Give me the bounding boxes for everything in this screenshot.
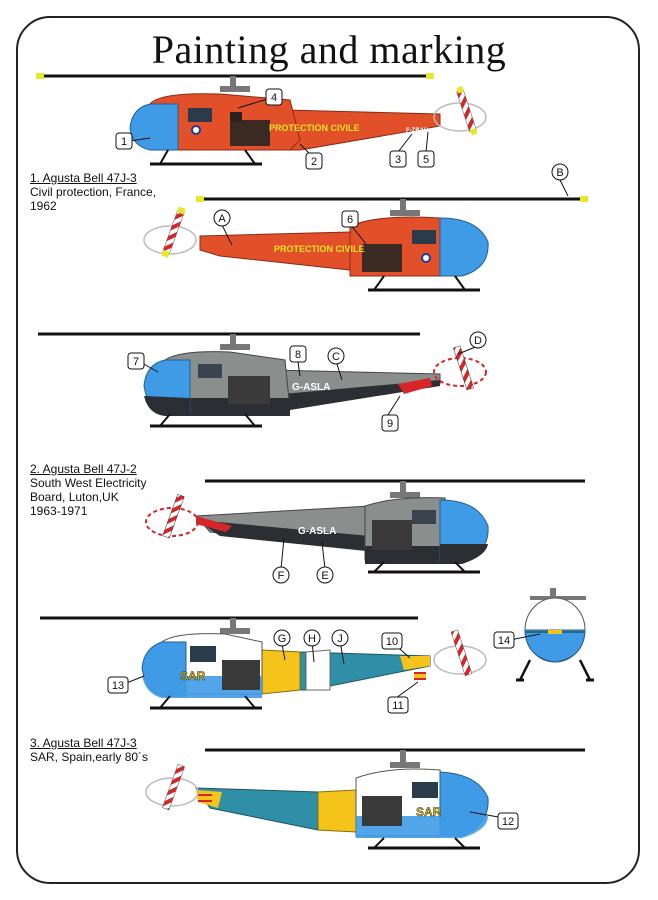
marking-registration: F-ZBAH (406, 128, 428, 134)
marking-registration: G-ASLA (292, 382, 330, 393)
tail-rotor-disc (433, 357, 487, 387)
helicopter-3-front-view (516, 588, 594, 682)
caption-scheme-2: 2. Agusta Bell 47J-2 South West Electric… (30, 462, 146, 518)
callout-4: 4 (271, 92, 277, 104)
roundel (421, 253, 431, 263)
callout-7: 7 (133, 356, 139, 368)
callout-12: 12 (502, 816, 514, 828)
caption-line: 1. Agusta Bell 47J-3 (30, 171, 137, 185)
callout-11: 11 (392, 700, 403, 712)
callout-1: 1 (121, 136, 127, 148)
callout-6: 6 (347, 214, 353, 226)
caption-line: Board, Luton,UK (30, 490, 119, 504)
callout-14: 14 (498, 635, 510, 647)
belly (365, 546, 450, 564)
tail-rotor-blade (162, 493, 185, 539)
spanish-flag (414, 674, 426, 678)
canopy (129, 103, 179, 151)
helicopter-1-right-side: PROTECTION CIVILE F-ZBAH (143, 196, 588, 292)
marking-sar: SAR (180, 669, 206, 683)
yellow-band (261, 649, 301, 695)
yellow-band (317, 789, 357, 833)
caption-line: 2. Agusta Bell 47J-2 (30, 462, 137, 476)
caption-scheme-3: 3. Agusta Bell 47J-3 SAR, Spain,early 80… (30, 736, 148, 764)
tail-rotor-disc (433, 102, 487, 132)
callout-D: D (474, 335, 482, 347)
tail-rotor-blade (456, 89, 477, 133)
roundel (191, 125, 201, 135)
engine (228, 376, 270, 404)
callout-3: 3 (395, 154, 401, 166)
helicopter-2-right-side: G-ASLA (145, 479, 585, 574)
callout-C: C (332, 351, 340, 363)
callout-8: 8 (295, 349, 301, 361)
caption-line: South West Electricity (30, 476, 147, 490)
caption-line: Civil protection, France, (30, 185, 157, 199)
page-title: Painting and marking (151, 27, 507, 72)
blade-tip (36, 73, 44, 79)
helicopter-3-right-side: SAR (145, 748, 585, 850)
callout-10: 10 (386, 636, 398, 648)
callout-A: A (218, 213, 226, 225)
caption-line: 3. Agusta Bell 47J-3 (30, 736, 137, 750)
engine (372, 520, 412, 550)
engine (362, 244, 402, 272)
caption-line: 1963-1971 (30, 504, 88, 518)
side-window (188, 108, 212, 122)
caption-scheme-1: 1. Agusta Bell 47J-3 Civil protection, F… (30, 171, 156, 213)
engine (362, 796, 402, 826)
callouts: 1 4 2 3 5 6 7 8 9 10 11 12 13 14 A B C D… (107, 88, 569, 830)
marking-sar: SAR (416, 805, 442, 819)
helicopter-2-left-side: G-ASLA (38, 332, 487, 428)
caption-line: SAR, Spain,early 80´s (30, 750, 149, 764)
tail-rotor-blade (161, 764, 185, 811)
tail-boom (199, 231, 369, 273)
marking-registration: G-ASLA (298, 526, 336, 537)
callout-5: 5 (423, 154, 429, 166)
rotor-mast (230, 76, 236, 90)
callout-F: F (278, 570, 285, 582)
marking-registration: F-ZBAH (200, 258, 222, 264)
tail-rotor-blade (450, 629, 473, 677)
marking-protection-civile: PROTECTION CIVILE (274, 244, 365, 254)
callout-E: E (321, 570, 328, 582)
engine (230, 120, 270, 146)
engine (222, 660, 260, 690)
tail-rotor-blade (162, 209, 185, 255)
caption-line: 1962 (30, 199, 57, 213)
canopy (439, 217, 489, 277)
callout-J: J (337, 633, 343, 645)
tail-rotor-disc (145, 507, 199, 537)
callout-2: 2 (311, 156, 317, 168)
callout-H: H (308, 633, 316, 645)
marking-protection-civile: PROTECTION CIVILE (269, 123, 360, 133)
callout-9: 9 (387, 418, 393, 430)
blade-tip (426, 73, 434, 79)
tail-rotor-blade (453, 345, 474, 391)
callout-B: B (556, 167, 563, 179)
callout-13: 13 (112, 680, 124, 692)
helicopter-3-left-side: SAR (40, 616, 487, 710)
sheet-border (16, 16, 640, 884)
helicopter-1-left-side: PROTECTION CIVILE F-ZBAH (36, 73, 487, 166)
callout-G: G (278, 633, 287, 645)
